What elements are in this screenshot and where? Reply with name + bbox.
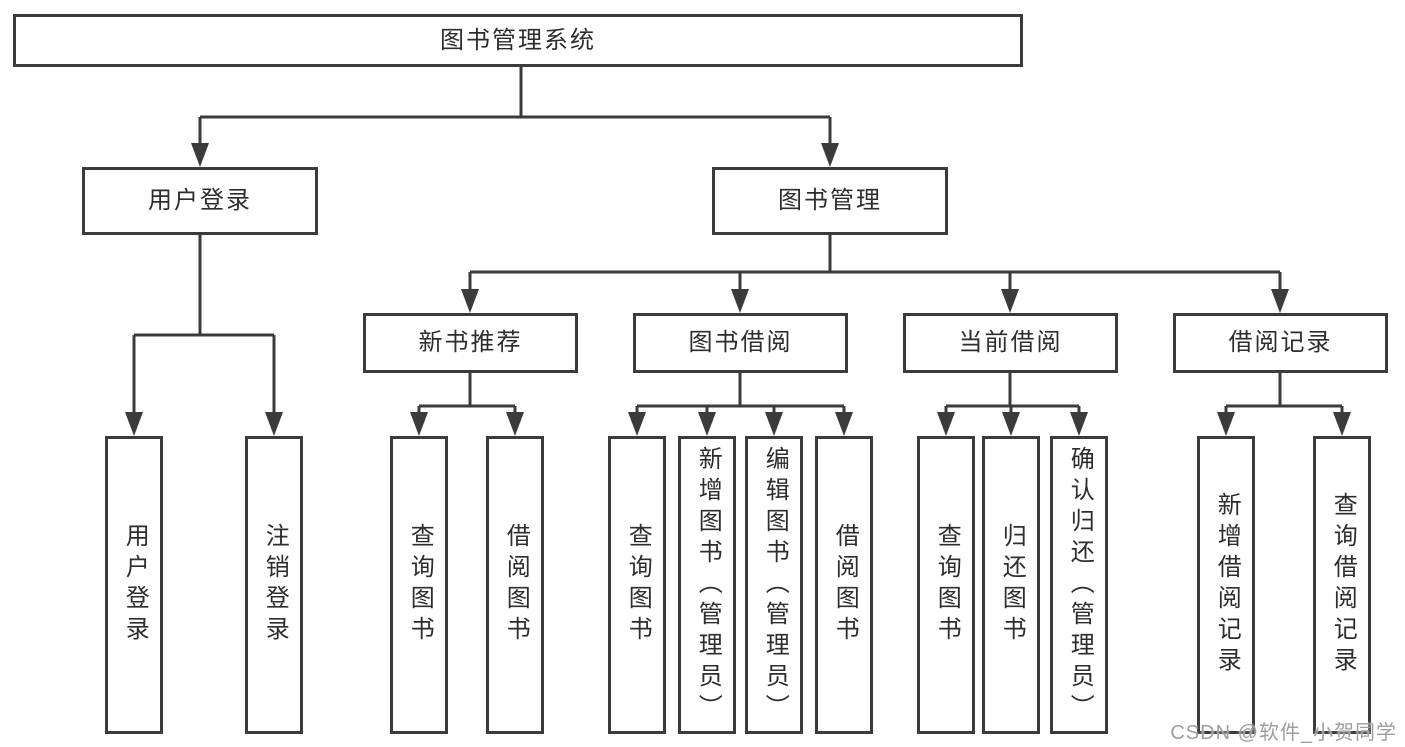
arrowhead: [461, 289, 479, 313]
arrowhead: [410, 412, 428, 436]
node-label: 借阅图书: [831, 523, 859, 647]
arrowhead: [191, 143, 209, 167]
arrowhead: [628, 412, 646, 436]
node-current-borrowing: 当前借阅: [903, 313, 1118, 373]
arrowhead: [506, 412, 524, 436]
node-label: 编辑图书（管理员）: [761, 445, 789, 725]
arrowhead: [835, 412, 853, 436]
node-logout-leaf: 注销登录: [245, 436, 303, 734]
node-label: 查询图书: [933, 523, 961, 647]
node-borrow-books-1: 借阅图书: [486, 436, 544, 734]
arrowhead: [1001, 289, 1019, 313]
arrowheads: [125, 143, 1351, 436]
node-book-borrowing: 图书借阅: [633, 313, 848, 373]
node-borrow-books-2: 借阅图书: [815, 436, 873, 734]
arrowhead: [937, 412, 955, 436]
node-label: 归还图书: [998, 523, 1026, 647]
node-user-login-leaf: 用户登录: [105, 436, 163, 734]
node-label: 图书管理: [778, 187, 882, 214]
node-label: 图书借阅: [688, 329, 793, 356]
arrowhead: [1002, 412, 1020, 436]
csdn-watermark: CSDN @软件_小贺同学: [1170, 722, 1397, 744]
node-user-login: 用户登录: [82, 167, 318, 235]
node-query-books-1: 查询图书: [390, 436, 448, 734]
node-add-book-admin: 新增图书（管理员）: [678, 436, 736, 734]
node-query-borrow-record: 查询借阅记录: [1313, 436, 1371, 734]
node-label: 用户登录: [121, 523, 149, 647]
node-query-books-3: 查询图书: [917, 436, 975, 734]
node-query-books-2: 查询图书: [608, 436, 666, 734]
node-return-book: 归还图书: [982, 436, 1040, 734]
node-label: 借阅记录: [1228, 329, 1333, 356]
node-borrowing-records: 借阅记录: [1173, 313, 1388, 373]
arrowhead: [821, 143, 839, 167]
node-confirm-return-admin: 确认归还（管理员）: [1050, 436, 1108, 734]
node-add-borrow-record: 新增借阅记录: [1197, 436, 1255, 734]
node-label: 当前借阅: [958, 329, 1063, 356]
node-label: 注销登录: [261, 523, 289, 647]
arrowhead: [265, 412, 283, 436]
node-label: 新增借阅记录: [1213, 492, 1241, 678]
arrowhead: [698, 412, 716, 436]
node-label: 查询图书: [406, 523, 434, 647]
node-label: 查询借阅记录: [1329, 492, 1357, 678]
node-book-management: 图书管理: [712, 167, 948, 235]
node-label: 查询图书: [624, 523, 652, 647]
node-label: 新书推荐: [418, 329, 523, 356]
node-edit-book-admin: 编辑图书（管理员）: [745, 436, 803, 734]
node-label: 图书管理系统: [440, 26, 596, 54]
arrowhead: [125, 412, 143, 436]
node-root: 图书管理系统: [13, 14, 1023, 67]
node-label: 借阅图书: [502, 523, 530, 647]
node-label: 用户登录: [148, 187, 252, 214]
arrowhead: [1070, 412, 1088, 436]
node-label: 确认归还（管理员）: [1066, 445, 1094, 725]
arrowhead: [1271, 289, 1289, 313]
tree-edges: [132, 67, 1344, 416]
arrowhead: [765, 412, 783, 436]
node-label: 新增图书（管理员）: [694, 445, 722, 725]
arrowhead: [1333, 412, 1351, 436]
arrowhead: [1217, 412, 1235, 436]
arrowhead: [731, 289, 749, 313]
node-new-book-recommendation: 新书推荐: [363, 313, 578, 373]
